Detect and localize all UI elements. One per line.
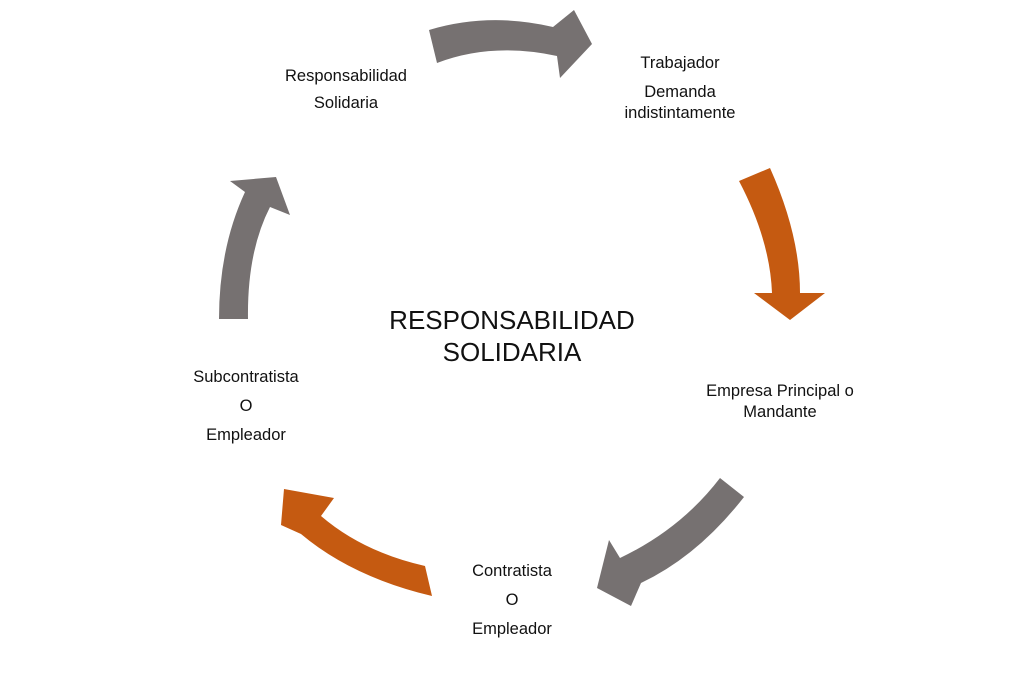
node-contratista: Contratista O Empleador — [432, 557, 592, 644]
node-empresa-line-1: Empresa Principal o — [706, 382, 854, 400]
arrow-bottom-right — [597, 478, 744, 606]
center-title: RESPONSABILIDAD SOLIDARIA — [362, 304, 662, 368]
node-contratista-line-2: O — [505, 591, 519, 609]
node-empresa-principal: Empresa Principal o Mandante — [690, 381, 870, 423]
arrow-top — [429, 10, 592, 78]
node-trabajador-line-2: Demanda — [644, 83, 716, 101]
arrow-bottom-left — [281, 489, 432, 596]
node-subcontratista-line-1: Subcontratista — [193, 368, 299, 386]
node-empresa-line-2: Mandante — [743, 403, 817, 421]
node-responsabilidad-solidaria: Responsabilidad Solidaria — [266, 63, 426, 117]
center-title-line-2: SOLIDARIA — [442, 337, 582, 367]
node-subcontratista: Subcontratista O Empleador — [166, 363, 326, 450]
node-subcontratista-line-3: Empleador — [206, 426, 286, 444]
node-contratista-line-3: Empleador — [472, 620, 552, 638]
node-trabajador-spacer — [595, 74, 765, 82]
arrow-left — [219, 177, 290, 319]
arrow-right — [739, 168, 825, 320]
node-responsabilidad-line-1: Responsabilidad — [284, 67, 407, 85]
center-title-line-1: RESPONSABILIDAD — [389, 305, 635, 335]
node-subcontratista-line-2: O — [239, 397, 253, 415]
node-trabajador-line-3: indistintamente — [624, 104, 736, 122]
node-trabajador-line-1: Trabajador — [640, 54, 720, 72]
node-contratista-line-1: Contratista — [472, 562, 552, 580]
node-trabajador: Trabajador Demanda indistintamente — [595, 52, 765, 124]
node-responsabilidad-line-2: Solidaria — [313, 94, 379, 112]
